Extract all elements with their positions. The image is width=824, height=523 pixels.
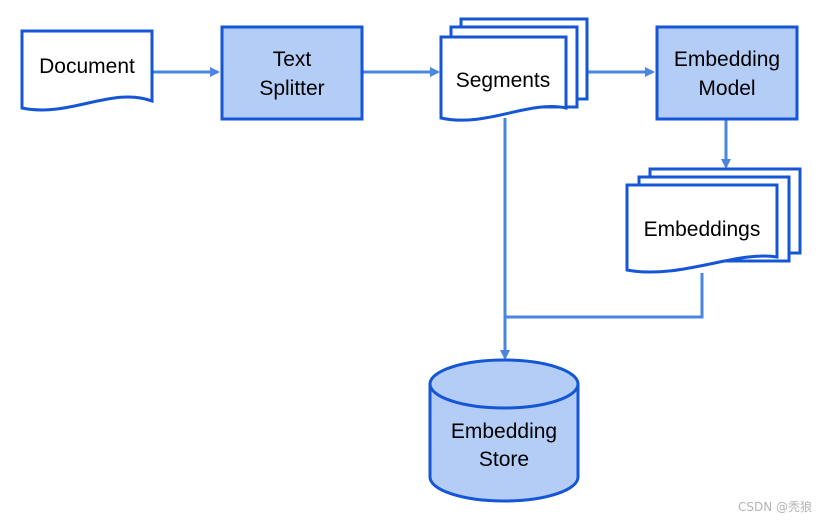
segments-node: Segments (439, 17, 589, 122)
text-splitter-node: Text Splitter (220, 25, 364, 121)
document-label: Document (39, 55, 135, 78)
document-shape (20, 29, 154, 112)
embedding-model-label-line1: Embedding (674, 48, 780, 71)
embedding-model-box (655, 25, 799, 121)
connector-embeddings-to-store (505, 273, 704, 319)
embedding-model-node: Embedding Model (655, 25, 799, 121)
embedding-store-cylinder-body (428, 384, 580, 503)
embedding-store-label-line2: Store (479, 448, 529, 471)
watermark: CSDN @秃狼 (737, 500, 812, 514)
embedding-store-label-line1: Embedding (451, 420, 557, 443)
embeddings-front-shape (625, 183, 779, 274)
document-node: Document (20, 29, 154, 112)
embedding-store-node: Embedding Store (428, 358, 580, 503)
embeddings-node: Embeddings (625, 167, 802, 274)
segments-label: Segments (456, 69, 551, 92)
embedding-model-label-line2: Model (698, 77, 755, 100)
text-splitter-label-line2: Splitter (259, 77, 324, 100)
embedding-store-cylinder-top (428, 358, 580, 410)
text-splitter-label-line1: Text (273, 48, 312, 71)
connectors (152, 67, 731, 360)
embeddings-label: Embeddings (644, 218, 761, 241)
segments-front-shape (439, 35, 568, 122)
text-splitter-box (220, 25, 364, 121)
